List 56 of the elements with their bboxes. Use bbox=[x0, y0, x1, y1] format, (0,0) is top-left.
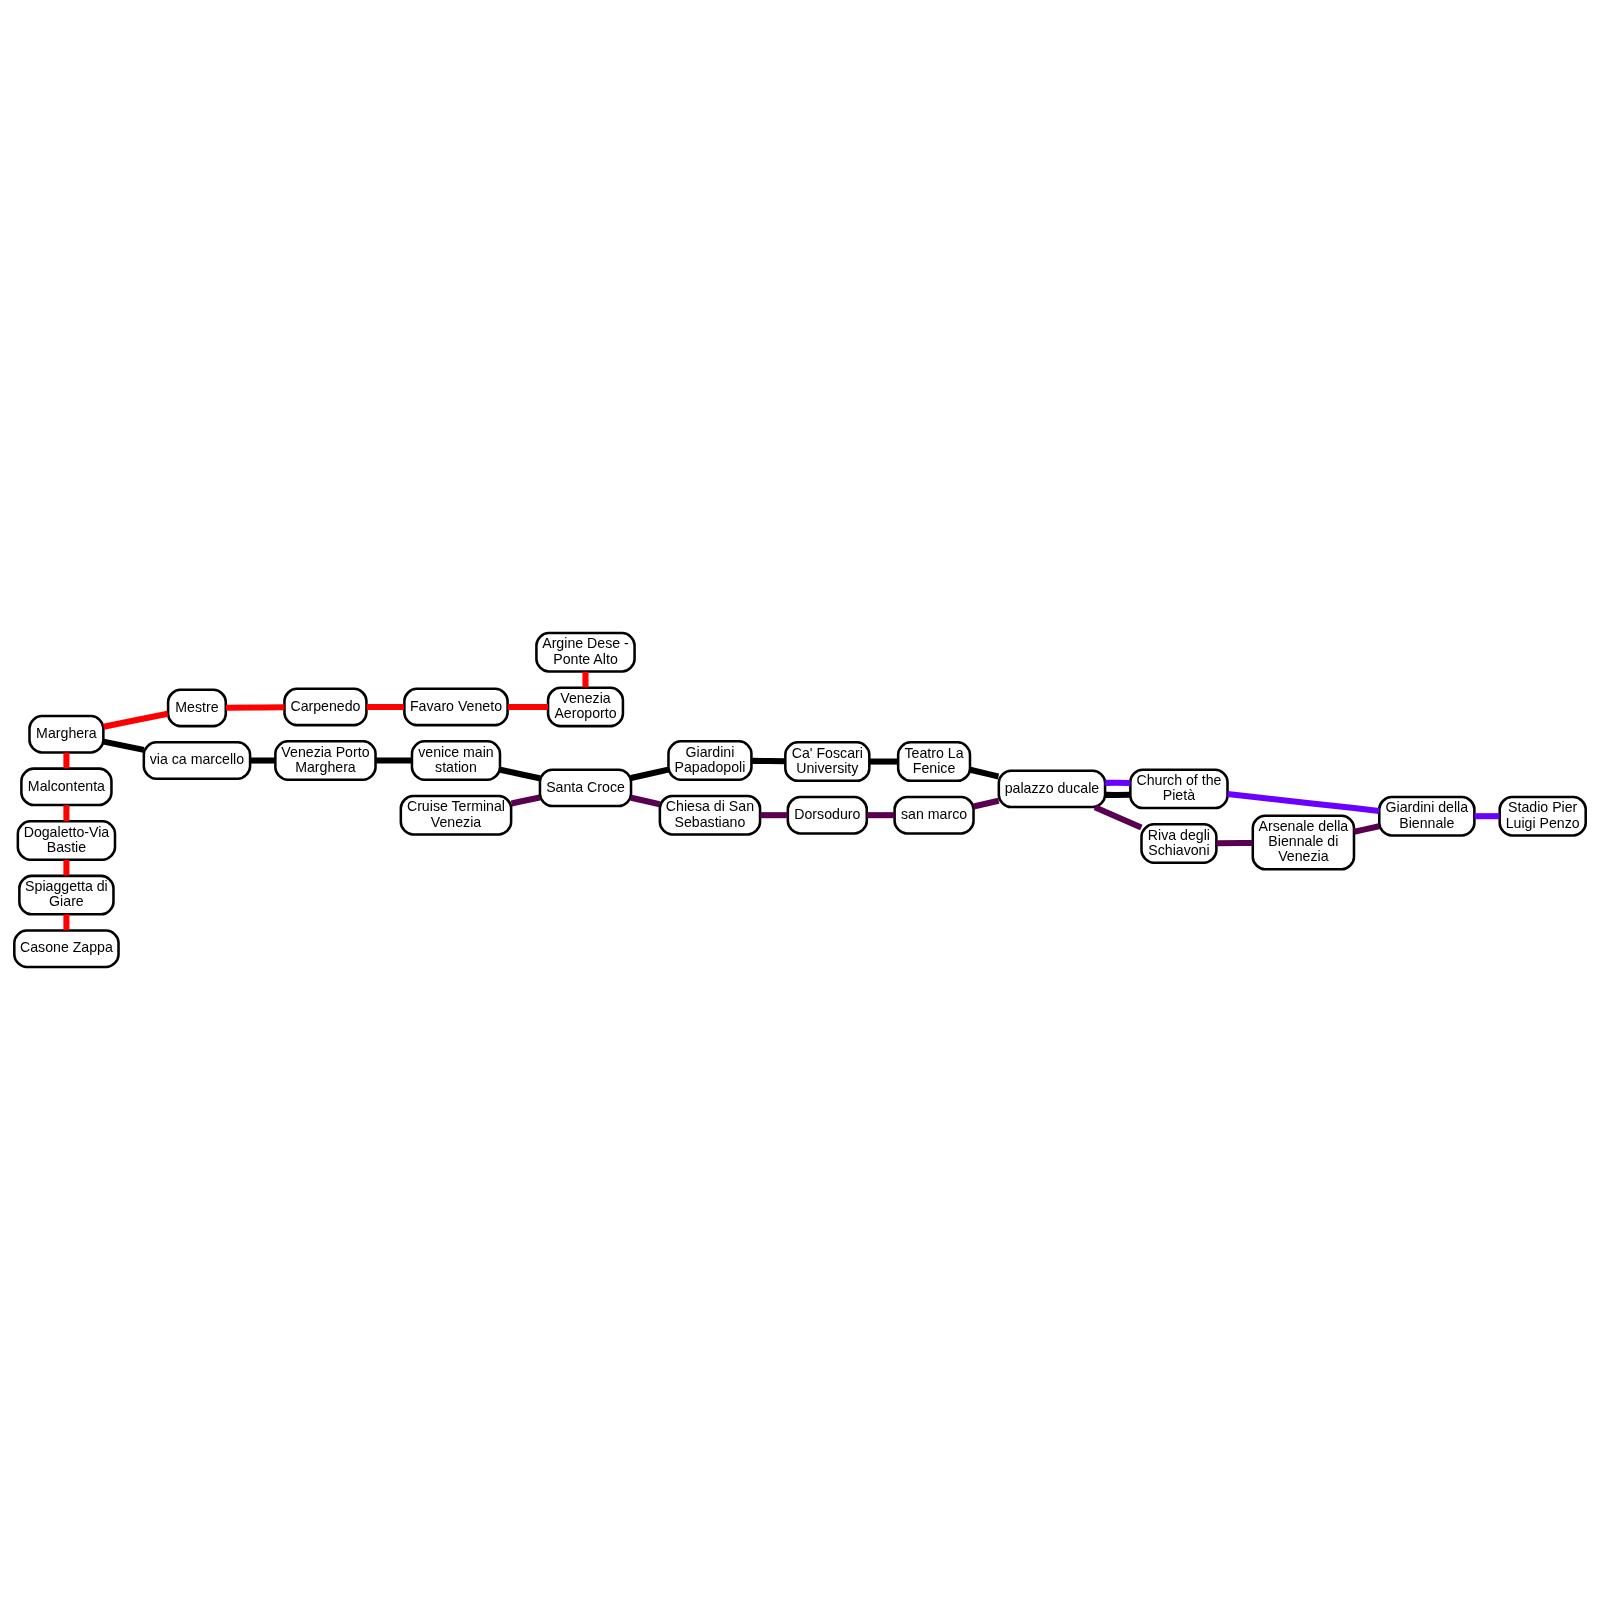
node-box: Arsenale della Biennale di Venezia bbox=[1251, 814, 1356, 871]
node-box: Dorsoduro bbox=[786, 795, 869, 835]
connector bbox=[63, 859, 70, 876]
connector bbox=[869, 758, 898, 765]
connector bbox=[867, 812, 895, 819]
connector bbox=[63, 805, 70, 822]
connector bbox=[1105, 779, 1131, 786]
node-box: Favaro Veneto bbox=[403, 687, 509, 727]
node-box: Argine Dese - Ponte Alto bbox=[535, 631, 636, 673]
node-box: via ca marcello bbox=[142, 741, 252, 780]
node-box: Dogaletto-Via Bastie bbox=[16, 820, 117, 861]
connector bbox=[499, 766, 541, 782]
connector bbox=[226, 704, 285, 711]
node-box: Venezia Aeroporto bbox=[546, 686, 625, 728]
node-box: san marco bbox=[893, 795, 975, 835]
connector bbox=[630, 766, 669, 781]
node-box: Church of the Pietà bbox=[1129, 768, 1229, 810]
node-box: Carpenedo bbox=[283, 687, 368, 727]
connector bbox=[250, 757, 276, 764]
node-box: Stadio Pier Luigi Penzo bbox=[1498, 795, 1587, 837]
connector bbox=[1474, 813, 1500, 820]
connector bbox=[1216, 839, 1253, 847]
connector bbox=[630, 794, 661, 808]
connector bbox=[1093, 804, 1143, 831]
node-box: Venezia Porto Marghera bbox=[274, 740, 377, 782]
connector bbox=[1227, 791, 1380, 814]
connector bbox=[507, 703, 549, 710]
node-box: Spiaggetta di Giare bbox=[18, 874, 115, 916]
connector bbox=[582, 671, 589, 688]
node-box: Casone Zappa bbox=[13, 929, 120, 969]
connector bbox=[1353, 823, 1380, 835]
connector bbox=[969, 766, 1000, 780]
node-box: Chiesa di San Sebastiano bbox=[658, 794, 762, 836]
connector bbox=[63, 752, 70, 769]
node-box: Riva degli Schiavoni bbox=[1140, 823, 1218, 864]
node-box: Mestre bbox=[166, 688, 228, 728]
node-box: Santa Croce bbox=[538, 768, 633, 808]
node-box: Ca' Foscari University bbox=[784, 741, 871, 783]
connector bbox=[760, 812, 788, 819]
node-box: Marghera bbox=[28, 714, 105, 754]
node-box: Malcontenta bbox=[20, 767, 113, 807]
connector bbox=[751, 757, 786, 765]
connector bbox=[102, 738, 145, 753]
node-box: venice main station bbox=[410, 740, 502, 782]
node-box: Giardini Papadopoli bbox=[667, 740, 753, 782]
connector bbox=[972, 797, 1000, 810]
connector bbox=[366, 703, 404, 710]
node-box: Giardini della Biennale bbox=[1378, 795, 1476, 837]
node-box: Teatro La Fenice bbox=[896, 741, 972, 783]
node-box: Cruise Terminal Venezia bbox=[399, 794, 513, 836]
connector bbox=[102, 710, 169, 730]
connector bbox=[510, 794, 541, 807]
connector bbox=[375, 757, 412, 764]
connector bbox=[63, 914, 70, 931]
connector bbox=[1105, 791, 1131, 798]
node-box: palazzo ducale bbox=[997, 769, 1107, 809]
